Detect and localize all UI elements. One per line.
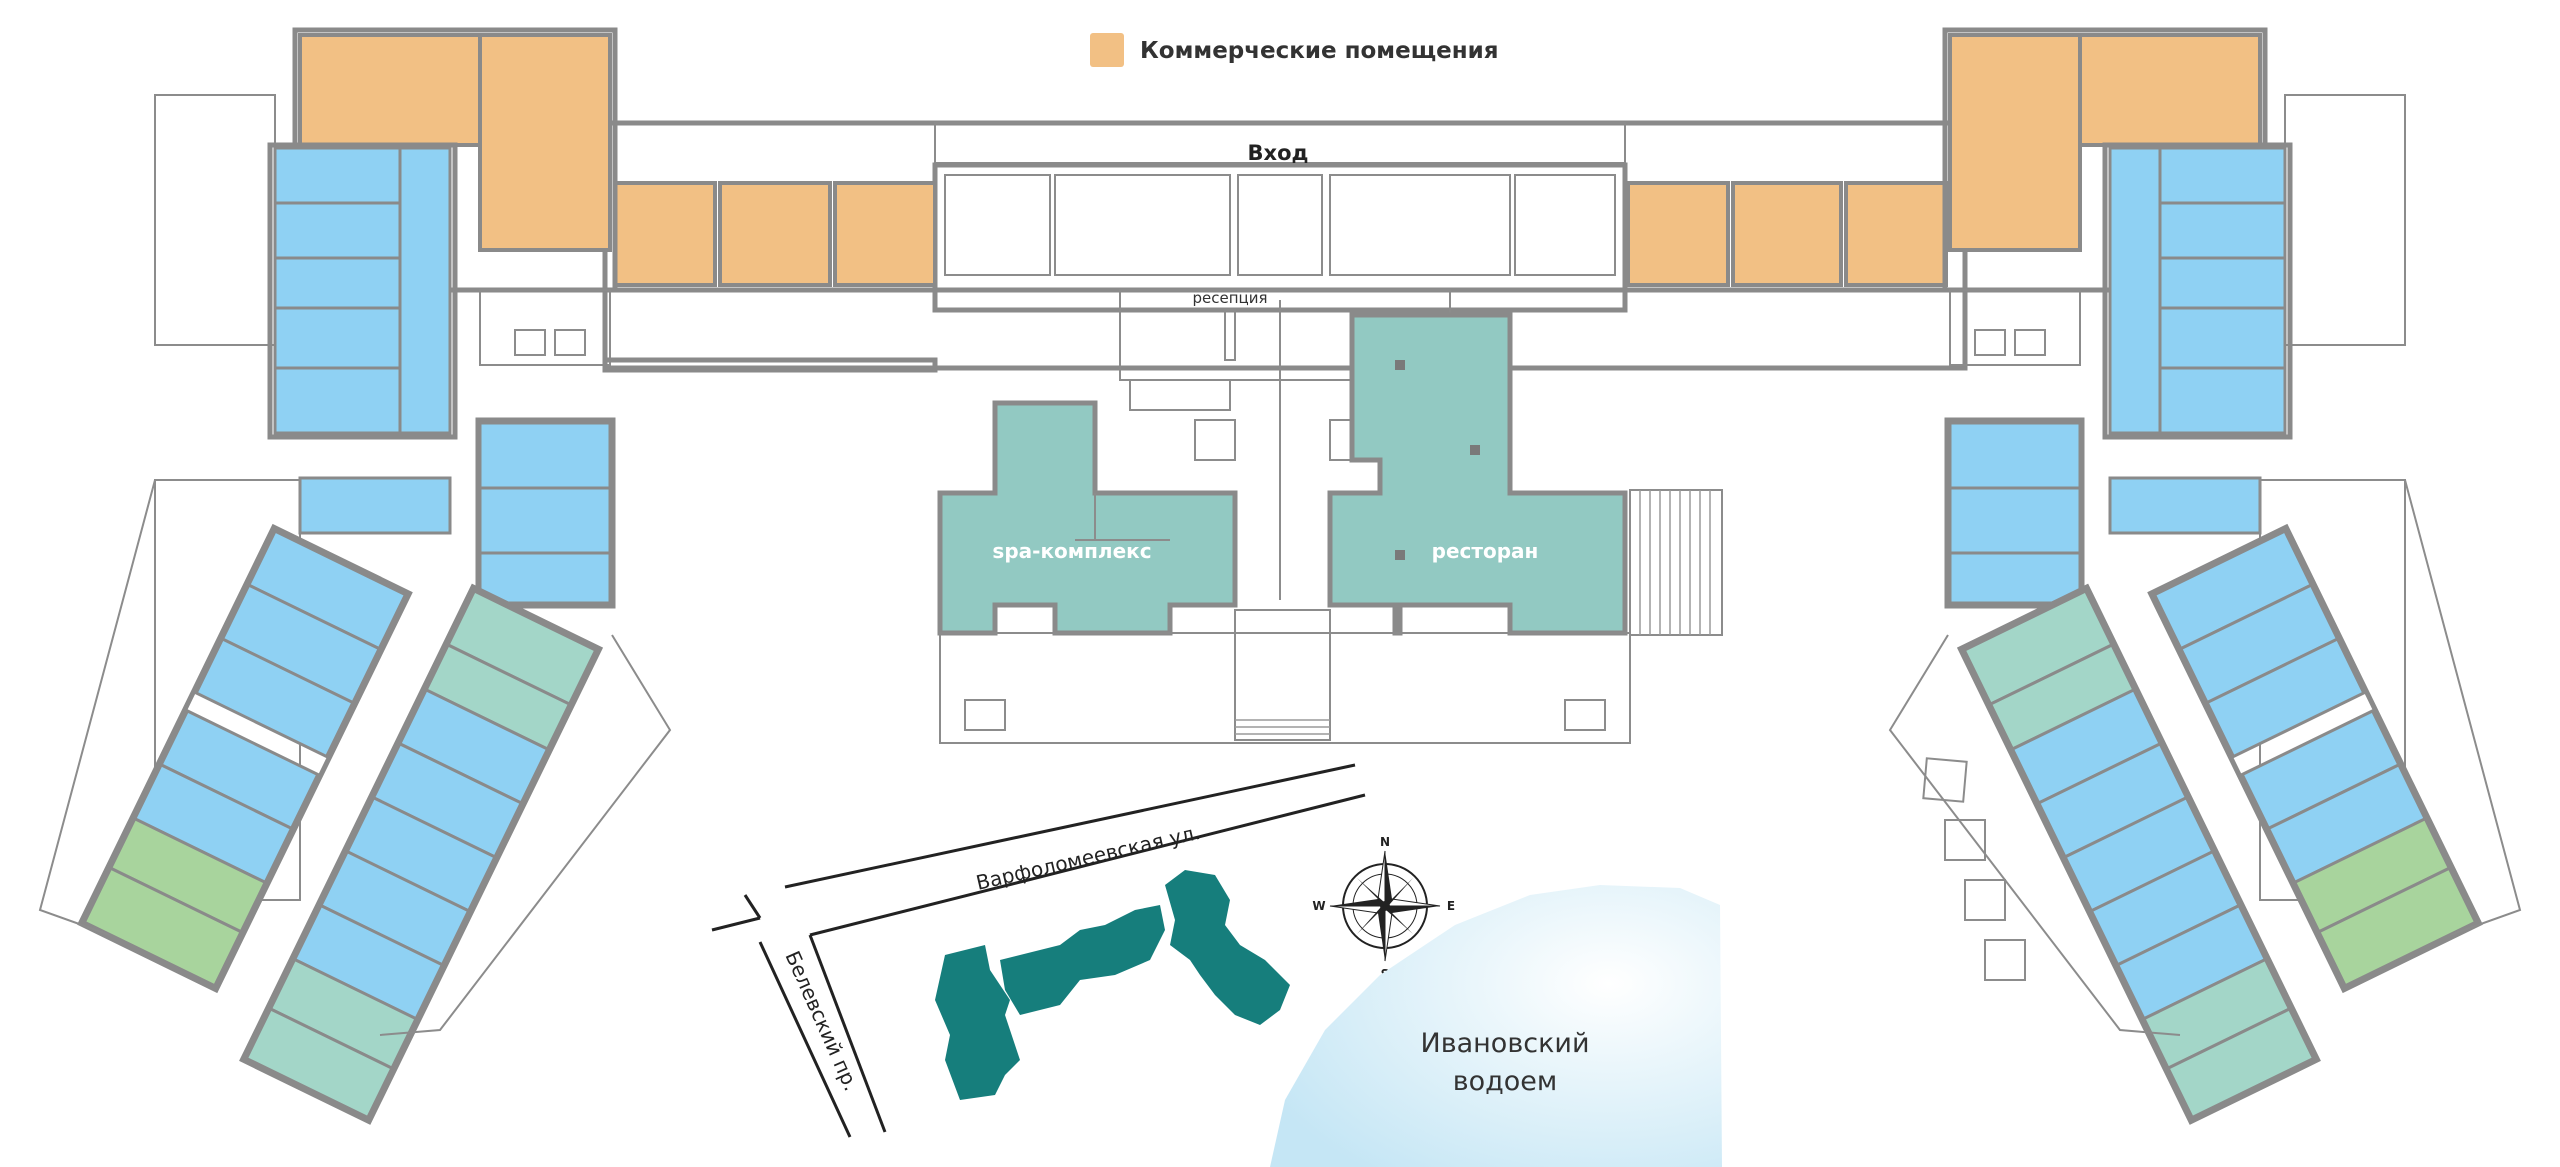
left-wing bbox=[38, 27, 938, 1125]
right-wing bbox=[1888, 27, 2522, 1125]
restaurant-label: ресторан bbox=[1432, 539, 1539, 563]
compass-west: W bbox=[1312, 899, 1325, 913]
spa-label: spa-комплекс bbox=[992, 539, 1151, 563]
restaurant-area bbox=[1327, 312, 1628, 636]
stair-right bbox=[1629, 489, 1723, 636]
apartments-left-top bbox=[267, 142, 458, 440]
commercial-room bbox=[718, 181, 832, 287]
water-body: Ивановский водоем bbox=[1270, 885, 1722, 1167]
building-footprint-mini bbox=[935, 870, 1290, 1100]
reception-label: ресепция bbox=[1192, 289, 1267, 307]
apartments-left-diagonal-outer bbox=[77, 523, 413, 994]
commercial-room bbox=[613, 181, 717, 287]
apartments-right-top bbox=[2102, 142, 2293, 440]
compass-rose: N S E W bbox=[1312, 835, 1455, 981]
entrance-label: Вход bbox=[1248, 141, 1309, 165]
water-name-line2: водоем bbox=[1453, 1066, 1558, 1097]
commercial-room bbox=[298, 33, 482, 147]
spa-complex-area bbox=[937, 400, 1238, 636]
apartments-left-mid bbox=[298, 417, 616, 609]
central-block bbox=[602, 120, 1968, 744]
commercial-room bbox=[1948, 33, 2082, 252]
compass-north: N bbox=[1380, 835, 1390, 849]
compass-east: E bbox=[1447, 899, 1455, 913]
skylights bbox=[1922, 757, 2026, 981]
commercial-room bbox=[1731, 181, 1843, 287]
apartments-right-diagonal-inner bbox=[1956, 583, 2321, 1125]
apartments-right-diagonal-outer bbox=[2147, 523, 2483, 994]
legend: Коммерческие помещения bbox=[1090, 33, 1499, 67]
water-name-line1: Ивановский bbox=[1421, 1028, 1590, 1059]
commercial-room bbox=[2078, 33, 2262, 147]
commercial-room bbox=[1626, 181, 1730, 287]
commercial-room bbox=[1844, 181, 1948, 287]
apartments-left-diagonal-inner bbox=[239, 583, 604, 1125]
legend-label: Коммерческие помещения bbox=[1140, 38, 1499, 64]
central-stair bbox=[1234, 609, 1331, 741]
legend-swatch bbox=[1090, 33, 1124, 67]
apartments-right-mid bbox=[1944, 417, 2262, 609]
commercial-room bbox=[833, 181, 937, 287]
commercial-room bbox=[478, 33, 612, 252]
